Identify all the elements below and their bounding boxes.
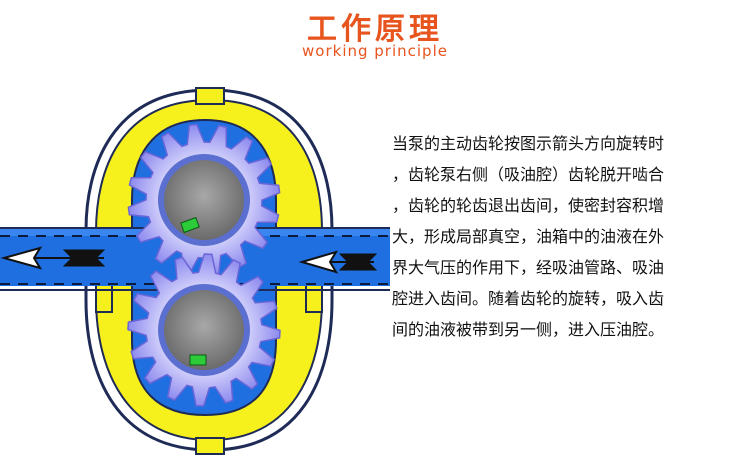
- gear-shaft: [164, 160, 244, 240]
- gear-top: [127, 123, 281, 277]
- description-line: ，齿轮泵右侧（吸油腔）齿轮脱开啮合: [392, 165, 665, 184]
- principle-description: 当泵的主动齿轮按图示箭头方向旋转时 ，齿轮泵右侧（吸油腔）齿轮脱开啮合 ，齿轮的…: [392, 128, 748, 345]
- description-line: ，齿轮的轮齿退出齿间，使密封容积增: [392, 196, 665, 215]
- description-line: 大，形成局部真空，油箱中的油液在外: [392, 227, 665, 246]
- gear-pump-diagram: [0, 87, 390, 455]
- page-subtitle: working principle: [302, 42, 448, 60]
- shaft-key: [189, 354, 207, 366]
- description-line: 腔进入齿间。随着齿轮的旋转，吸入齿: [392, 289, 665, 308]
- description-line: 界大气压的作用下，经吸油管路、吸油: [392, 258, 665, 277]
- shaft-key: [180, 216, 200, 234]
- gear-bottom: [127, 253, 281, 407]
- arrow-inlet-right-icon: [298, 250, 378, 274]
- description-line: 间的油液被带到另一侧，进入压油腔。: [392, 320, 665, 339]
- gear-shaft: [164, 290, 244, 370]
- casing-notch-top: [195, 87, 225, 105]
- arrow-outlet-left-icon: [0, 246, 106, 270]
- description-line: 当泵的主动齿轮按图示箭头方向旋转时: [392, 134, 665, 153]
- page-title: 工作原理: [307, 12, 443, 47]
- casing-notch-bottom: [195, 437, 225, 455]
